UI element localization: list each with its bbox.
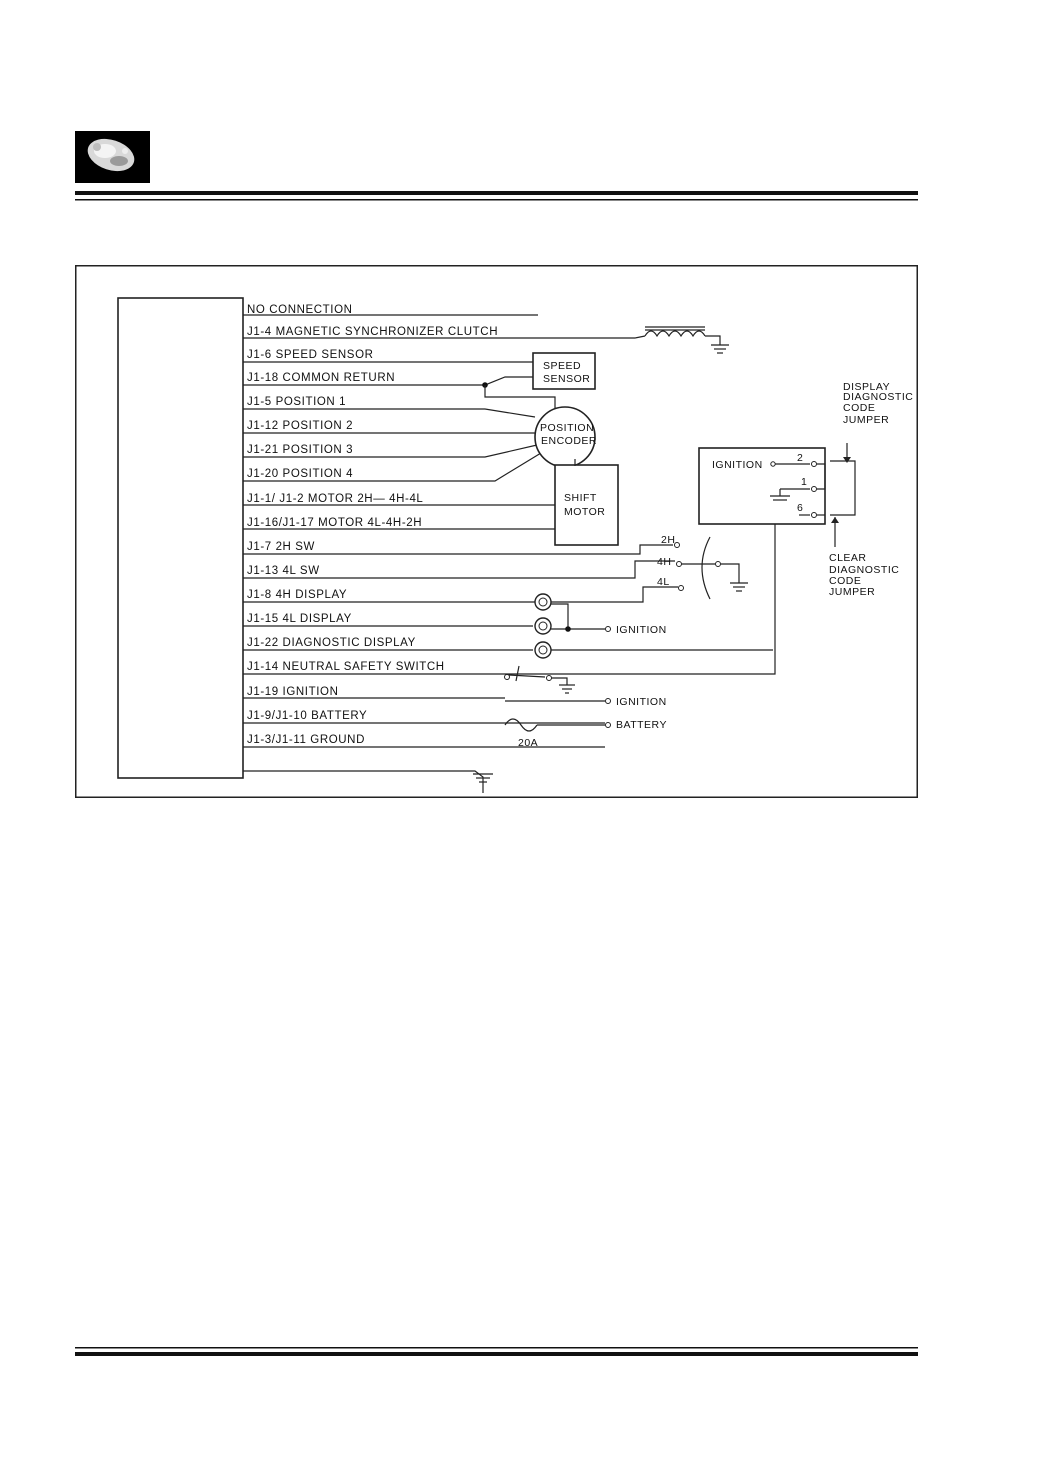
jumper-wires: [817, 443, 856, 547]
ignition-label: IGNITION: [616, 696, 667, 708]
clear-jumper-label: JUMPER: [829, 586, 875, 598]
footer-rule: [75, 1346, 918, 1358]
battery-label: BATTERY: [616, 719, 667, 731]
pin-label: J1-20 POSITION 4: [247, 468, 353, 480]
control-module-box: [117, 297, 244, 779]
connector-ignition-label: IGNITION: [712, 459, 763, 471]
pin-label: J1-16/J1-17 MOTOR 4L-4H-2H: [247, 517, 422, 529]
speed-sensor-label: SPEED: [543, 360, 581, 372]
display-jumper-label: JUMPER: [843, 414, 889, 426]
pin-labels: NO CONNECTION J1-4 MAGNETIC SYNCHRONIZER…: [247, 304, 498, 746]
pin-label: J1-19 IGNITION: [247, 686, 338, 698]
indicator-lamps: [534, 593, 773, 659]
pin-label: J1-21 POSITION 3: [247, 444, 353, 456]
clear-jumper-label: DIAGNOSTIC: [829, 564, 899, 576]
pin-label: J1-22 DIAGNOSTIC DISPLAY: [247, 637, 416, 649]
display-jumper-label: DIAGNOSTIC: [843, 391, 913, 403]
switch-4h-label: 4H: [657, 556, 671, 568]
fuse-icon: [504, 718, 605, 732]
pin-label: J1-5 POSITION 1: [247, 396, 346, 408]
position-encoder-label: ENCODER: [541, 435, 597, 447]
header-rule: [75, 190, 918, 202]
speed-sensor-box: [532, 352, 596, 390]
connector-pin-label: 2: [797, 452, 803, 464]
shift-motor-label: MOTOR: [564, 506, 605, 518]
pin-label: J1-12 POSITION 2: [247, 420, 353, 432]
pin-label: J1-1/ J1-2 MOTOR 2H— 4H-4L: [247, 493, 423, 505]
logo-image: [75, 131, 150, 183]
selector-switch-icon: [674, 536, 748, 600]
pin-label: J1-3/J1-11 GROUND: [247, 734, 365, 746]
terminal-dot: [605, 698, 611, 704]
neutral-safety-switch-icon: [504, 665, 575, 694]
pin-label: NO CONNECTION: [247, 304, 353, 316]
pin-label: J1-15 4L DISPLAY: [247, 613, 352, 625]
pin-label: J1-13 4L SW: [247, 565, 320, 577]
pin-label: J1-9/J1-10 BATTERY: [247, 710, 367, 722]
shift-motor-box: [554, 464, 619, 546]
switch-2h-label: 2H: [661, 534, 675, 546]
terminal-dot: [605, 722, 611, 728]
pin-label: J1-6 SPEED SENSOR: [247, 349, 374, 361]
pin-label: J1-18 COMMON RETURN: [247, 372, 395, 384]
position-encoder-label: POSITION: [540, 422, 594, 434]
ground-icon: [770, 489, 790, 501]
pin-label: J1-14 NEUTRAL SAFETY SWITCH: [247, 661, 445, 673]
display-jumper-label: CODE: [843, 402, 875, 414]
ignition-label: IGNITION: [616, 624, 667, 636]
ground-icon: [473, 773, 493, 783]
wiring-diagram: NO CONNECTION J1-4 MAGNETIC SYNCHRONIZER…: [75, 265, 918, 798]
pin-label: J1-4 MAGNETIC SYNCHRONIZER CLUTCH: [247, 326, 498, 338]
diagram-frame: [75, 265, 918, 798]
clutch-coil-icon: [644, 326, 721, 345]
display-jumper-label: DISPLAY: [843, 381, 890, 393]
clear-jumper-label: CLEAR: [829, 552, 867, 564]
pin-label: J1-7 2H SW: [247, 541, 315, 553]
pin-wires: [243, 314, 799, 793]
connector-pin-label: 6: [797, 502, 803, 514]
fuse-label: 20A: [518, 737, 538, 749]
clear-jumper-label: CODE: [829, 575, 861, 587]
pin-label: J1-8 4H DISPLAY: [247, 589, 347, 601]
speed-sensor-label: SENSOR: [543, 373, 590, 385]
shift-motor-label: SHIFT: [564, 492, 597, 504]
connector-pin-label: 1: [801, 476, 807, 488]
ground-icon: [711, 344, 729, 354]
switch-4l-label: 4L: [657, 576, 670, 588]
